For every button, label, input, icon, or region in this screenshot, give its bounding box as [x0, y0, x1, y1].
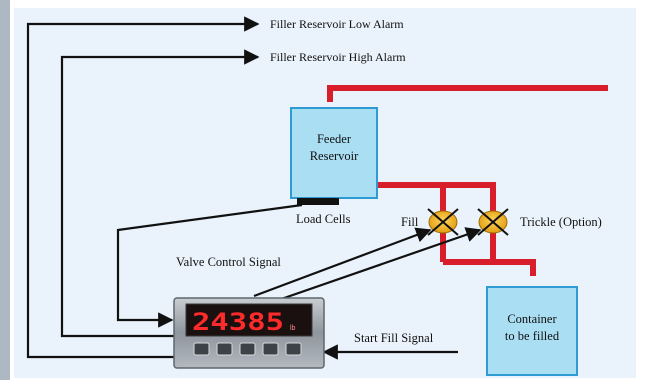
feeder-label-line2: Reservoir [310, 149, 359, 163]
low-alarm-line [26, 16, 260, 359]
weight-controller: 24385 lb [173, 297, 325, 369]
fill-control-line [253, 227, 432, 298]
display-unit: lb [290, 325, 296, 332]
start-fill-label: Start Fill Signal [354, 331, 434, 345]
controller-button[interactable] [239, 342, 256, 356]
load-cells-label: Load Cells [296, 212, 351, 226]
supply-pipe [327, 85, 608, 102]
container-label-line1: Container [507, 312, 557, 326]
valve-control-label: Valve Control Signal [176, 255, 281, 269]
fill-valve [427, 208, 459, 236]
controller-screen [185, 303, 313, 337]
high-alarm-line [60, 49, 260, 338]
controller-button[interactable] [193, 342, 210, 356]
x-valve-icon [477, 208, 509, 236]
fill-label: Fill [401, 215, 419, 229]
trickle-valve [477, 208, 509, 236]
controller-button[interactable] [216, 342, 233, 356]
feeder-label-line1: Feeder [317, 132, 352, 146]
controller-button[interactable] [262, 342, 279, 356]
container-box [486, 286, 578, 376]
left-border-strip [0, 0, 10, 380]
display-reading: 24385 [192, 308, 284, 336]
trickle-control-line [263, 227, 482, 307]
controller-button[interactable] [285, 342, 302, 356]
high-alarm-label: Filler Reservoir High Alarm [270, 50, 406, 64]
controller-buttons [193, 342, 302, 356]
x-valve-icon [427, 208, 459, 236]
signal-lines [26, 16, 482, 360]
low-alarm-label: Filler Reservoir Low Alarm [270, 17, 404, 31]
load-cells-block [297, 198, 339, 205]
container-label-line2: to be filled [505, 329, 560, 343]
trickle-label: Trickle (Option) [520, 215, 602, 229]
load-cell-signal-line [116, 203, 303, 328]
